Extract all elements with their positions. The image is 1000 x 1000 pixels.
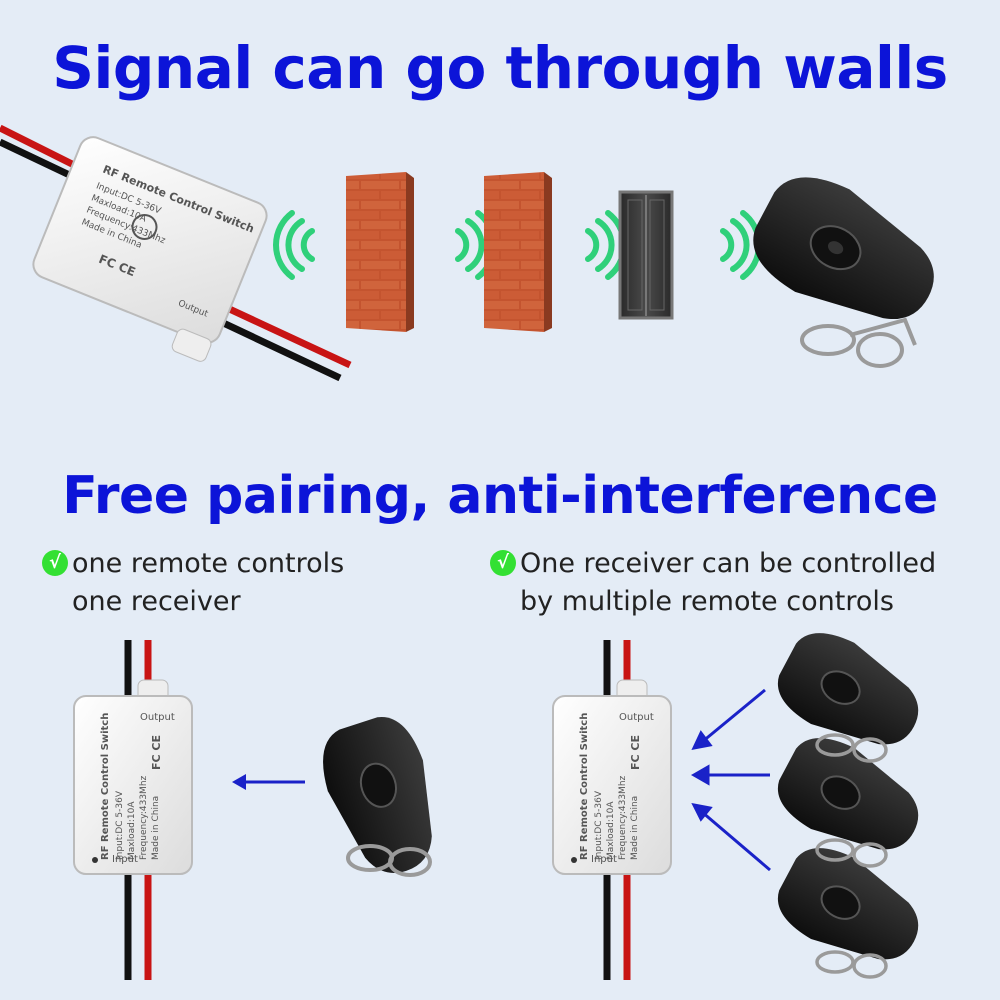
remote-multi-2 <box>778 738 919 850</box>
svg-text:Input:DC 5-36V: Input:DC 5-36V <box>594 790 604 860</box>
svg-text:Output: Output <box>140 712 175 723</box>
svg-text:Input:DC 5-36V: Input:DC 5-36V <box>115 790 125 860</box>
svg-text:Frequency:433Mhz: Frequency:433Mhz <box>618 775 628 860</box>
svg-text:Output: Output <box>619 712 654 723</box>
arrows-right <box>690 688 771 872</box>
svg-text:RF Remote Control Switch: RF Remote Control Switch <box>579 713 590 860</box>
bullet-line2: one receiver <box>72 586 241 617</box>
svg-text:Maxload:10A: Maxload:10A <box>127 801 137 860</box>
brick-wall-1 <box>346 172 414 332</box>
svg-text:Maxload:10A: Maxload:10A <box>606 801 616 860</box>
bullet-one-to-many: √ One receiver can be controlled by mult… <box>490 545 990 621</box>
receiver-bottom-right: RF Remote Control Switch Input:DC 5-36V … <box>552 679 672 875</box>
door <box>618 190 674 320</box>
headline-walls: Signal can go through walls <box>52 34 948 102</box>
remote-multi-1 <box>778 633 919 745</box>
keyring-bottom-left <box>346 844 432 877</box>
brick-wall-2 <box>484 172 552 332</box>
remote-multi-3 <box>778 848 919 960</box>
remote-top <box>753 177 934 319</box>
check-icon: √ <box>42 550 68 576</box>
svg-text:FC CE: FC CE <box>150 735 163 770</box>
svg-text:Made in China: Made in China <box>630 796 640 860</box>
svg-text:RF Remote Control Switch: RF Remote Control Switch <box>100 713 111 860</box>
check-icon: √ <box>490 550 516 576</box>
svg-text:Frequency:433Mhz: Frequency:433Mhz <box>139 775 149 860</box>
remote-bottom-left <box>323 717 432 873</box>
headline-pairing: Free pairing, anti-interference <box>62 466 938 526</box>
bullet-line1: one remote controls <box>72 548 345 579</box>
arrow-left <box>232 774 305 790</box>
bullet-line2: by multiple remote controls <box>520 586 894 617</box>
svg-text:FC CE: FC CE <box>629 735 642 770</box>
svg-text:Made in China: Made in China <box>151 796 161 860</box>
receiver-bottom-left: RF Remote Control Switch Input:DC 5-36V … <box>73 679 193 875</box>
keyring-top <box>800 317 917 368</box>
receiver-top: RF Remote Control Switch Input:DC 5-36V … <box>32 136 268 362</box>
bullet-line1: One receiver can be controlled <box>520 548 937 579</box>
bullet-one-to-one: √ one remote controls one receiver <box>42 545 442 621</box>
keyrings-multi <box>815 733 888 979</box>
svg-text:Input: Input <box>591 854 617 865</box>
svg-text:Input: Input <box>112 854 138 865</box>
